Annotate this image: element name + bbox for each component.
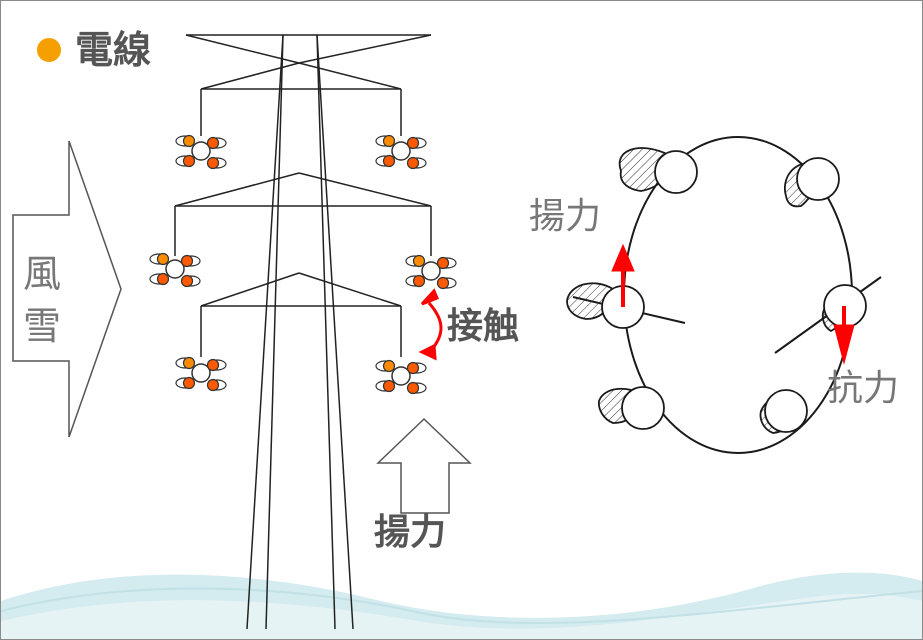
sub-conductor	[180, 254, 194, 268]
sub-conductor	[206, 378, 220, 392]
conductor-bundle	[149, 252, 201, 288]
conductor-bundle	[175, 356, 227, 392]
bundle-spacer	[391, 366, 411, 386]
bundle-spacer	[191, 141, 211, 161]
sub-conductor	[406, 156, 420, 170]
conductor-bundle	[405, 254, 457, 290]
section-lift-label: 揚力	[529, 196, 602, 237]
bundle-spacer	[421, 261, 441, 281]
sub-conductor	[206, 136, 220, 150]
conductor-bundle	[175, 134, 227, 170]
tower-lift-label: 揚力	[374, 512, 447, 553]
sub-conductor	[382, 134, 396, 148]
bundle-spacer	[391, 141, 411, 161]
sub-conductor	[206, 358, 220, 372]
sub-conductor	[406, 381, 420, 395]
sub-conductor	[406, 136, 420, 150]
sub-conductor	[412, 254, 426, 268]
sub-conductor	[182, 356, 196, 370]
sub-conductor	[382, 154, 396, 168]
sub-conductor	[406, 361, 420, 375]
conductor-bundle	[375, 134, 427, 170]
bundle-spacer	[191, 363, 211, 383]
sub-conductor	[156, 252, 170, 266]
section-drag-label: 抗力	[827, 368, 900, 409]
sub-conductor	[436, 276, 450, 290]
wind-label-line2: 雪	[23, 304, 62, 348]
sub-conductor	[382, 379, 396, 393]
contact-label: 接触	[447, 306, 520, 347]
title-text: 電線	[75, 28, 152, 72]
sub-conductor	[180, 274, 194, 288]
title-bullet	[37, 38, 61, 62]
sub-conductor	[182, 134, 196, 148]
wind-label-line1: 風	[23, 252, 62, 296]
sub-conductor	[182, 376, 196, 390]
sub-conductor	[382, 359, 396, 373]
sub-conductor	[206, 156, 220, 170]
sub-conductor	[436, 256, 450, 270]
sub-conductor	[156, 272, 170, 286]
sub-conductor	[412, 274, 426, 288]
bundle-spacer	[165, 259, 185, 279]
sub-conductor	[182, 154, 196, 168]
conductor-bundle	[375, 359, 427, 395]
